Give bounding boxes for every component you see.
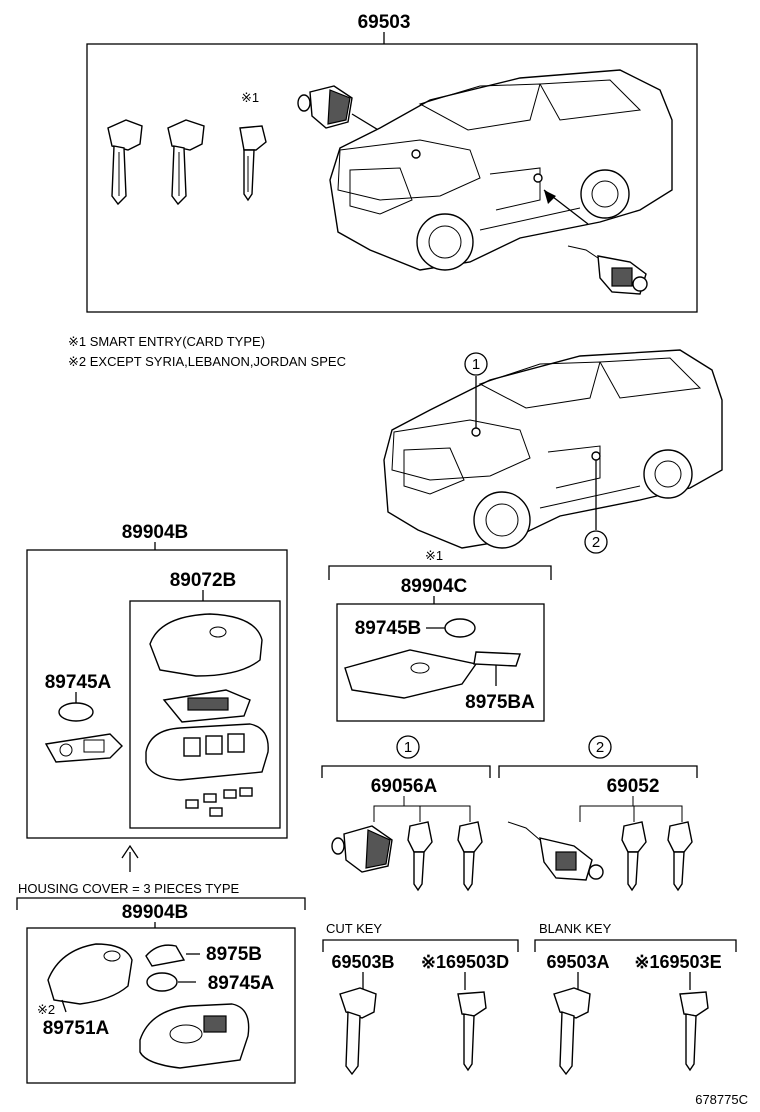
- note-except-spec: ※2 EXCEPT SYRIA,LEBANON,JORDAN SPEC: [68, 354, 346, 369]
- callout-circle-2: [584, 530, 608, 554]
- note-mark-1: ※1: [241, 90, 259, 105]
- part-number-89904B-top: 89904B: [122, 522, 189, 543]
- battery-image-left: [58, 702, 94, 722]
- callout-circle-1-small: [396, 735, 420, 759]
- cut-card-key-image: [457, 991, 487, 1072]
- part-number-69503B: 69503B: [331, 952, 394, 972]
- key-fob-circuit-image: [162, 689, 251, 723]
- part-number-89745B: 89745B: [355, 618, 422, 639]
- part-number-69503A: 69503A: [546, 952, 609, 972]
- leader-89751A: [61, 999, 67, 1013]
- ignition-cylinder-image: [331, 825, 393, 873]
- box-89072B: [129, 600, 281, 829]
- part-number-69503E: ※169503E: [634, 952, 721, 972]
- key-image-2: [167, 119, 205, 206]
- door-lock-assembly-image: [567, 245, 648, 295]
- bracket-69056A: [321, 765, 491, 778]
- bracket-cut-key: [322, 939, 519, 952]
- part-number-89072B: 89072B: [170, 570, 237, 591]
- callout-circle-1: [464, 352, 488, 376]
- callout-2-text: 2: [592, 534, 600, 551]
- arrow-up-head: [121, 844, 139, 859]
- key-fob-base-image: [139, 1003, 250, 1069]
- bracket-89904B-bottom: [16, 897, 306, 910]
- housing-cover-note: HOUSING COVER = 3 PIECES TYPE: [18, 881, 240, 896]
- part-number-89751A: 89751A: [43, 1018, 110, 1039]
- vehicle-image-top: [329, 69, 673, 271]
- callout-1-text: 1: [472, 356, 480, 373]
- blank-card-key-image: [679, 991, 709, 1072]
- note-mark-1-card: ※1: [425, 548, 443, 563]
- box-89904C: [336, 603, 545, 722]
- key-fob-cover-image: [149, 613, 263, 677]
- key-fob-buttons-image: [185, 787, 253, 817]
- note-smart-entry: ※1 SMART ENTRY(CARD TYPE): [68, 334, 265, 349]
- vehicle-image-main: [383, 349, 723, 549]
- arrowhead-door: [544, 190, 556, 204]
- part-number-69052: 69052: [607, 776, 660, 797]
- bracket-69052: [498, 765, 698, 778]
- battery-image-card: [444, 618, 476, 638]
- part-number-69503D: ※169503D: [421, 952, 509, 972]
- note-mark-2: ※2: [37, 1002, 55, 1017]
- key-image-1: [107, 119, 143, 206]
- part-number-69056A: 69056A: [371, 776, 438, 797]
- leader-69056A: [373, 796, 471, 822]
- part-number-89904B-bottom: 89904B: [122, 902, 189, 923]
- key-image-69056A-2: [457, 821, 483, 892]
- part-number-69503: 69503: [358, 12, 411, 33]
- part-number-89745A-left: 89745A: [45, 672, 112, 693]
- box-89904B-top: [26, 549, 288, 839]
- cut-key-label: CUT KEY: [326, 921, 382, 936]
- part-number-8975BA: 8975BA: [465, 692, 535, 713]
- blank-key-label: BLANK KEY: [539, 921, 612, 936]
- blank-key-image: [553, 987, 591, 1076]
- key-image-69056A-1: [407, 821, 433, 892]
- key-image-69052-1: [621, 821, 647, 892]
- bracket-blank-key: [534, 939, 737, 952]
- gasket-image-left: [44, 733, 123, 763]
- lock-cylinder-image: [297, 85, 353, 129]
- card-cover-image: [473, 651, 521, 667]
- callout-2-small-text: 2: [596, 739, 604, 756]
- battery-image-bottom: [146, 972, 178, 992]
- key-fob-case-image: [145, 723, 269, 781]
- leader-69052: [579, 796, 683, 822]
- diagram-id: 678775C: [695, 1092, 748, 1107]
- cut-key-image: [339, 987, 377, 1076]
- part-number-89745A-bottom: 89745A: [208, 973, 275, 994]
- part-number-8975B: 8975B: [206, 944, 262, 965]
- bracket-89904C: [328, 565, 552, 580]
- cover-plate-image: [145, 944, 186, 967]
- housing-cover-image: [47, 943, 133, 1005]
- key-image-69052-2: [667, 821, 693, 892]
- callout-circle-2-small: [588, 735, 612, 759]
- box-89904B-bottom: [26, 927, 296, 1084]
- part-number-89904C: 89904C: [401, 576, 468, 597]
- card-key-image: [344, 649, 478, 699]
- callout-1-small-text: 1: [404, 739, 412, 756]
- box-69503: [86, 43, 698, 313]
- key-image-card: [239, 125, 267, 202]
- door-cylinder-image: [507, 821, 604, 881]
